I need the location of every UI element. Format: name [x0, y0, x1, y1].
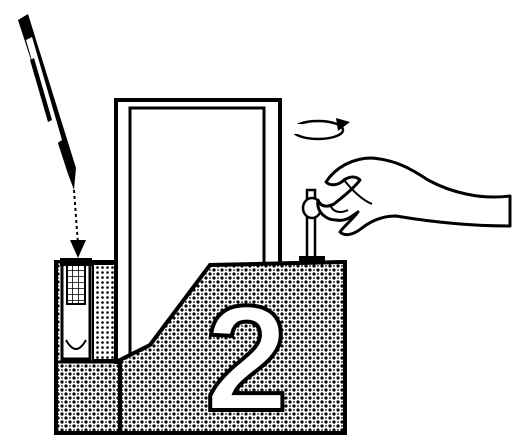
pipette-icon	[18, 14, 86, 258]
rotate-arrow-icon	[290, 118, 350, 139]
adjust-knob-icon	[299, 190, 325, 264]
step-number: 2	[205, 274, 288, 436]
sample-well	[56, 258, 120, 362]
hand-icon	[318, 158, 510, 235]
